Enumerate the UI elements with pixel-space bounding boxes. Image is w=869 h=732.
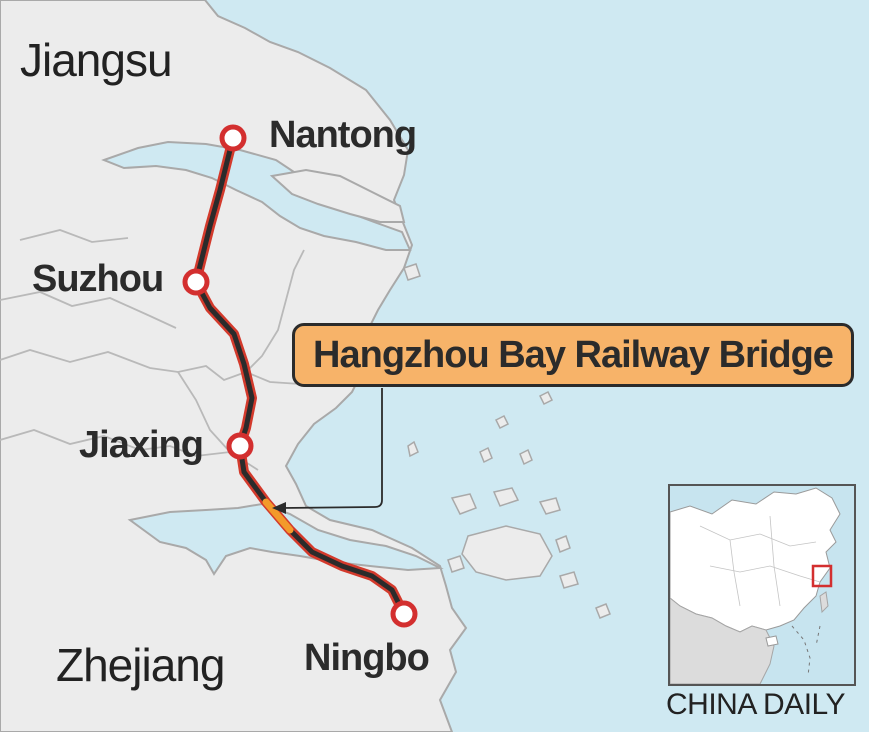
taiwan-island [819,591,829,614]
region-label-jiangsu: Jiangsu [20,34,173,86]
city-label-ningbo: Ningbo [304,637,430,679]
hangzhou-bay [127,502,444,576]
station-jiaxing-marker [226,432,254,460]
offshore-islands [403,263,611,619]
region-label-zhejiang: Zhejiang [56,639,225,691]
nine-dash-line [791,625,821,677]
inset-internal-borders [699,515,821,607]
station-ningbo-marker [390,600,418,628]
city-label-suzhou: Suzhou [32,258,164,300]
hangzhou-bay-bridge-segment [262,498,294,534]
hainan-island [765,635,779,647]
china-daily-credit: CHINA DAILY [666,688,846,721]
neighbor-land [670,597,775,684]
chongming-island [269,168,406,223]
china-inset-map [670,486,854,684]
inset-focus-box [811,564,833,588]
city-label-nantong: Nantong [269,114,417,156]
stations [182,124,418,628]
station-nantong-marker [219,124,247,152]
province-borders [0,229,305,471]
bridge-callout-label: Hangzhou Bay Railway Bridge [292,323,854,387]
city-label-jiaxing: Jiaxing [79,424,204,466]
callout-arrowhead [272,502,286,514]
callout-pointer-line [281,388,383,509]
station-suzhou-marker [182,268,210,296]
china-locator-inset [668,484,856,686]
